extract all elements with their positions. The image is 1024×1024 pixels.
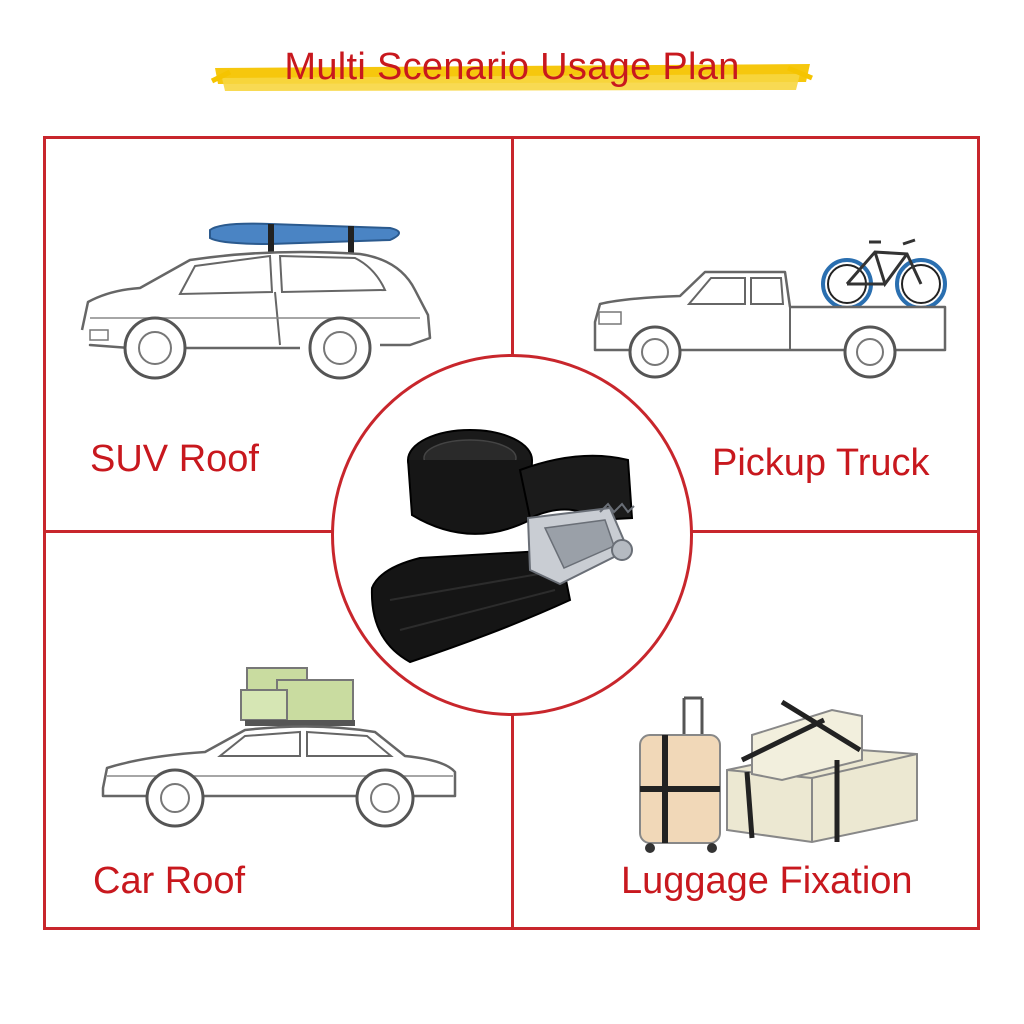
title-banner: Multi Scenario Usage Plan (0, 38, 1024, 108)
page-title: Multi Scenario Usage Plan (284, 46, 740, 88)
suv-with-surfboard-icon (80, 222, 432, 380)
sedan-with-roof-cargo-icon (101, 667, 457, 828)
panel-label-suv-roof: SUV Roof (90, 438, 259, 480)
cam-buckle-strap-icon (370, 429, 635, 664)
pickup-truck-with-bicycle-icon (593, 238, 947, 379)
center-product-circle (331, 354, 693, 716)
panel-label-pickup-truck: Pickup Truck (712, 442, 930, 484)
yellow-highlight-stroke (210, 64, 813, 91)
panel-label-luggage-fixation: Luggage Fixation (621, 860, 913, 902)
luggage-and-boxes-icon (639, 696, 918, 853)
panel-label-car-roof: Car Roof (93, 860, 246, 902)
